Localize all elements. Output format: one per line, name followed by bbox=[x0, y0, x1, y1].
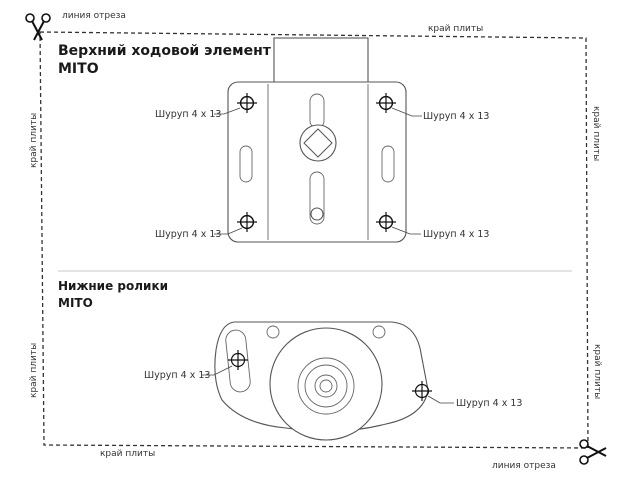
center-slot-top bbox=[309, 93, 325, 129]
side-slot-right bbox=[381, 145, 395, 183]
crosshair-icon bbox=[376, 212, 396, 232]
leader-upper-br bbox=[391, 226, 421, 235]
bottom-section-model: MITO bbox=[58, 296, 93, 310]
plate-edge-label-bottom: край плиты bbox=[100, 449, 155, 459]
center-screw-head bbox=[299, 124, 337, 162]
upper-plate bbox=[227, 81, 407, 243]
bottom-section-title: Нижние ролики bbox=[58, 279, 168, 293]
roller-hole-left bbox=[266, 325, 280, 339]
scissors-icon bbox=[579, 439, 607, 465]
upper-running-element bbox=[227, 37, 407, 243]
phillips-recess bbox=[303, 128, 333, 158]
roller-axle-center bbox=[319, 379, 333, 393]
screw-label-lower-right: Шуруп 4 х 13 bbox=[456, 398, 522, 409]
plate-edge-outline bbox=[39, 31, 589, 449]
screw-label-upper-br: Шуруп 4 х 13 bbox=[423, 229, 489, 240]
crosshair-icon bbox=[228, 350, 248, 370]
plate-edge-label-right-top: край плиты bbox=[591, 106, 601, 161]
crosshair-icon bbox=[237, 93, 257, 113]
leader-lower-right bbox=[427, 395, 454, 404]
center-pin bbox=[310, 207, 324, 221]
plate-edge-label-top: край плиты bbox=[428, 24, 483, 34]
cut-line-label-bottom: линия отреза bbox=[492, 461, 556, 471]
cut-line-label-top: линия отреза bbox=[62, 11, 126, 21]
screw-label-upper-bl: Шуруп 4 х 13 bbox=[155, 229, 221, 240]
scissors-icon bbox=[25, 13, 51, 41]
top-section-title: Верхний ходовой элемент bbox=[58, 43, 272, 59]
screw-label-upper-tl: Шуруп 4 х 13 bbox=[155, 109, 221, 120]
crosshair-icon bbox=[376, 93, 396, 113]
roller-hole-right bbox=[372, 325, 386, 339]
screw-label-lower-left: Шуруп 4 х 13 bbox=[144, 370, 210, 381]
leader-upper-tl bbox=[214, 107, 241, 115]
plate-edge-label-left-bottom: край плиты bbox=[29, 343, 39, 398]
crosshair-icon bbox=[412, 381, 432, 401]
lower-roller bbox=[214, 321, 429, 441]
crosshair-icon bbox=[237, 212, 257, 232]
side-slot-left bbox=[239, 145, 253, 183]
leader-upper-tr bbox=[391, 107, 422, 117]
screw-label-upper-tr: Шуруп 4 х 13 bbox=[423, 111, 489, 122]
plate-edge-label-left-top: край плиты bbox=[29, 113, 39, 168]
plate-edge-label-right-bottom: край плиты bbox=[592, 344, 602, 399]
leader-lower-left bbox=[202, 365, 233, 376]
top-section-model: MITO bbox=[58, 61, 99, 77]
upper-block bbox=[273, 37, 369, 85]
leader-upper-bl bbox=[214, 227, 243, 235]
